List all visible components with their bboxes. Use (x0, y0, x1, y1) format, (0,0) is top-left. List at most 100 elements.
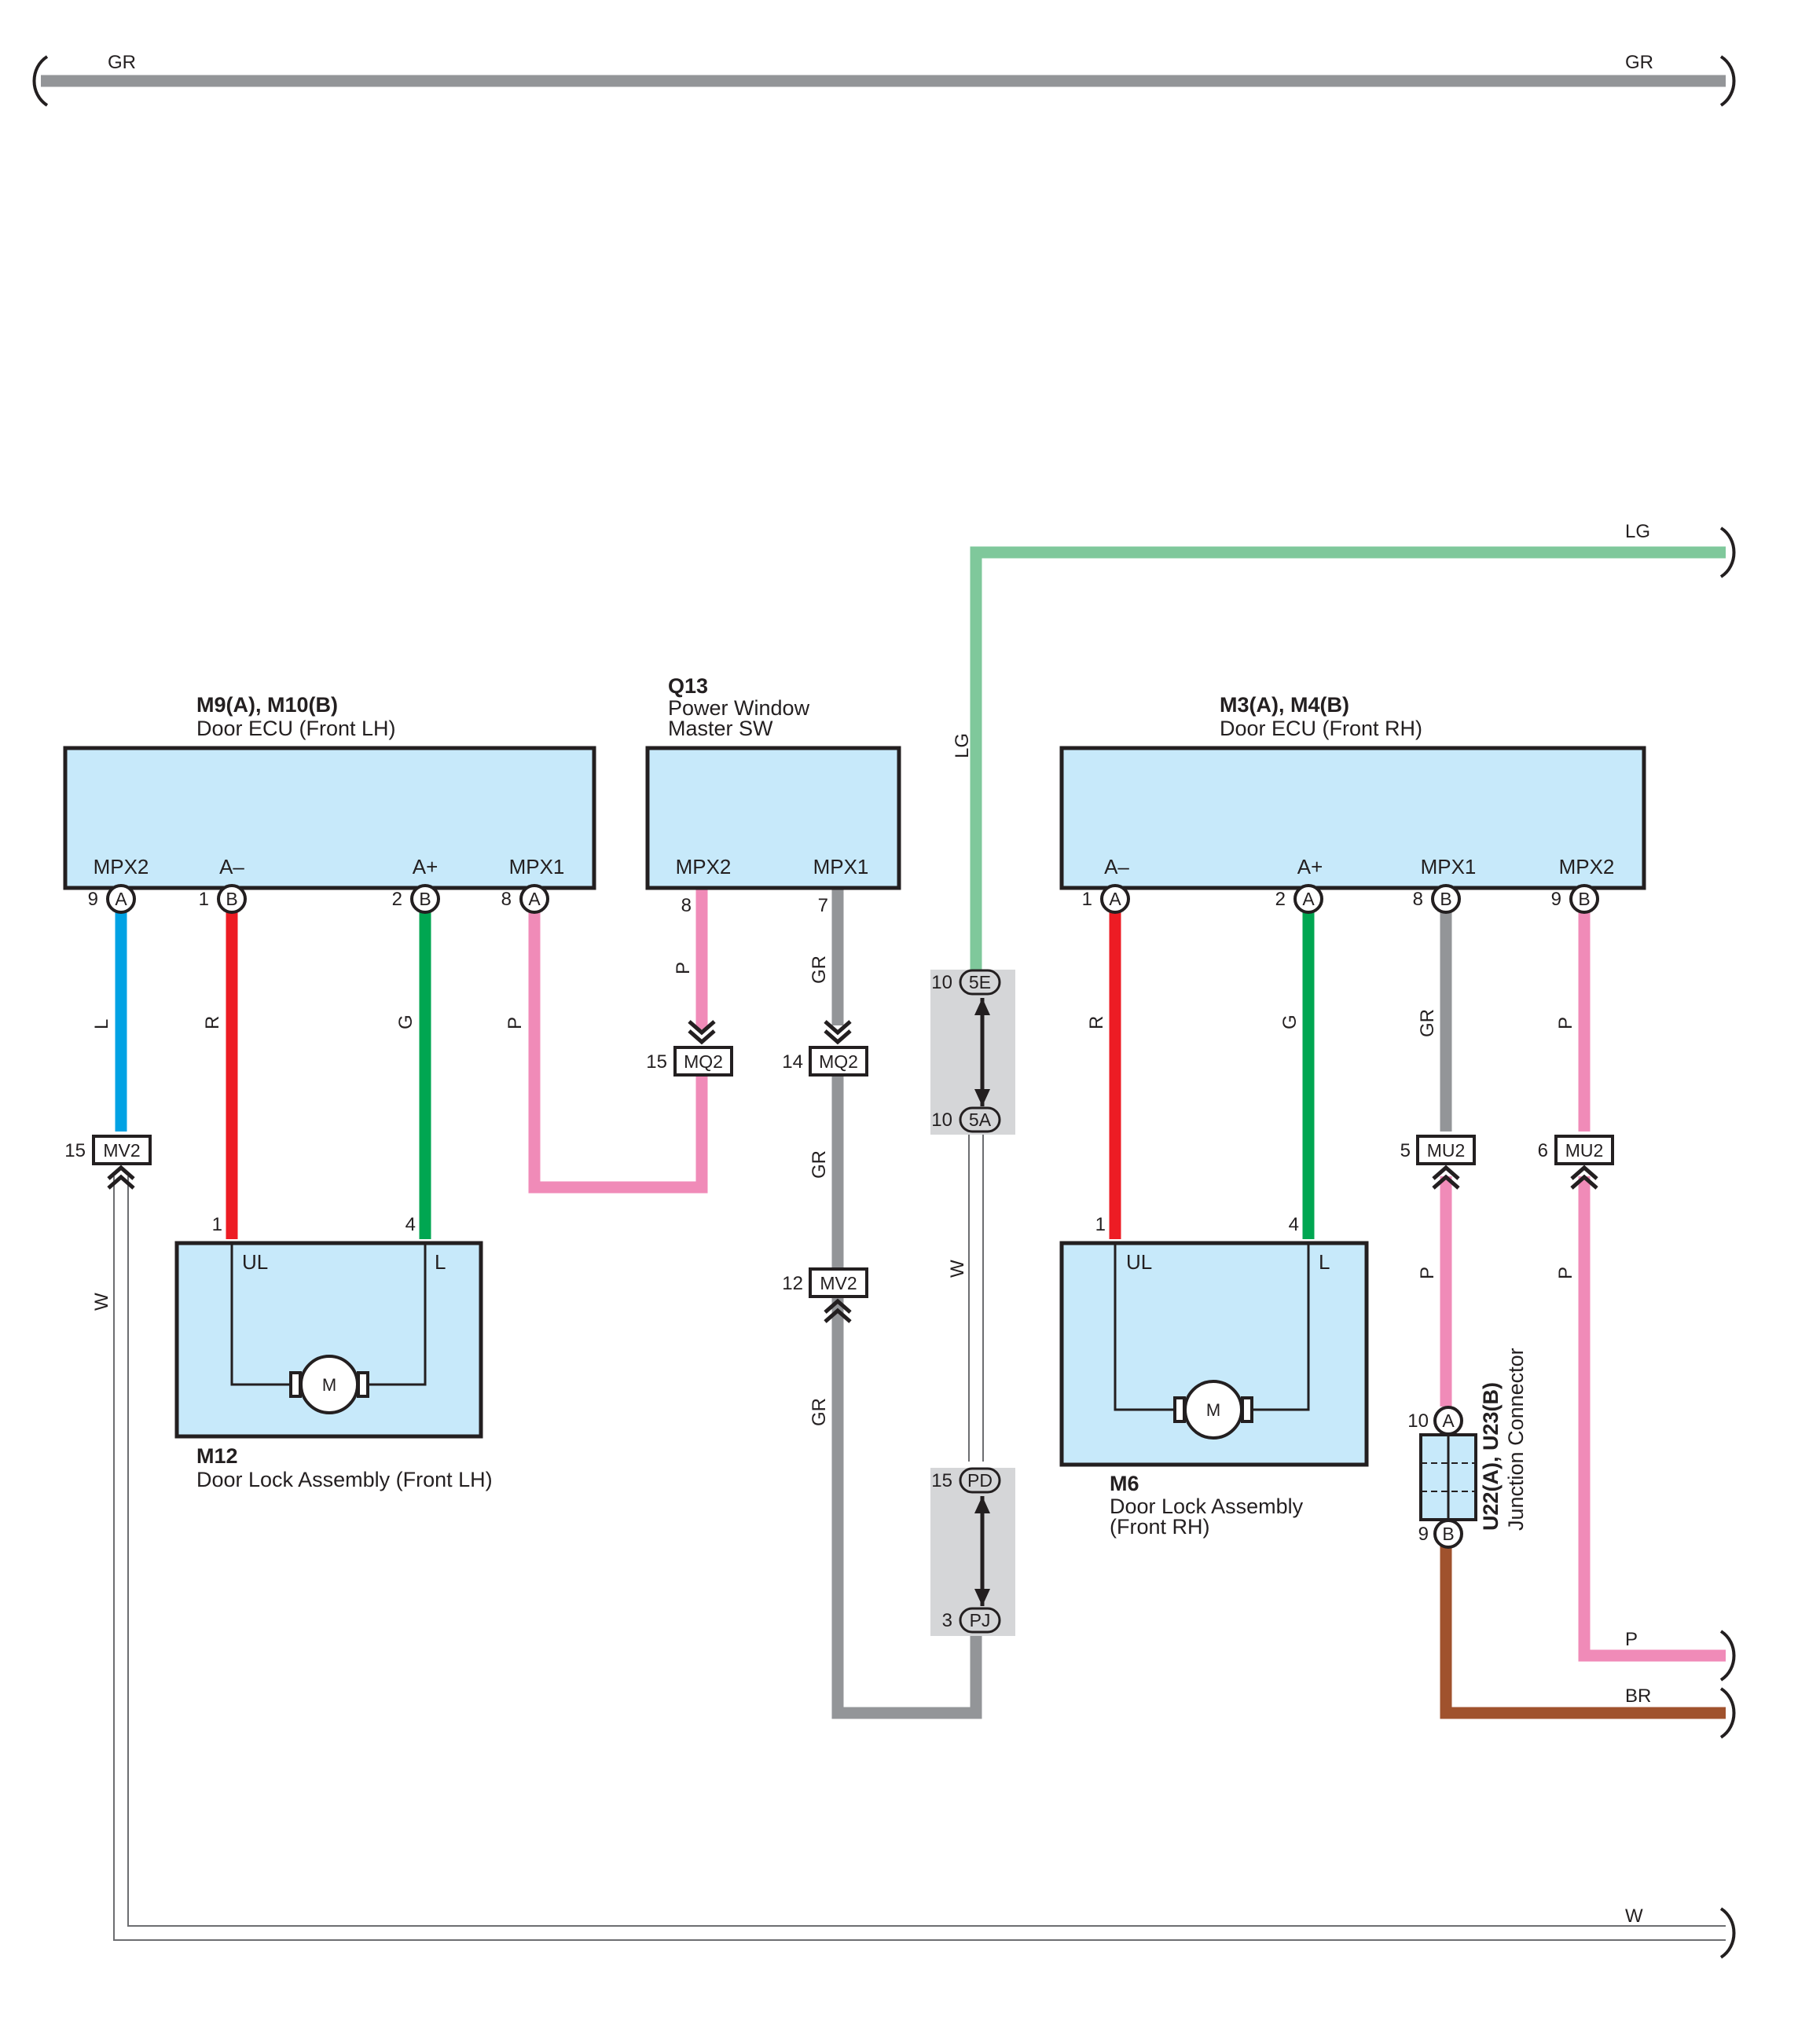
pin-rh-mpx2: B 9 (1551, 884, 1599, 914)
connector-num: 14 (782, 1051, 803, 1073)
wire-breaks (32, 55, 1736, 1959)
arrow-down-icon (974, 1089, 990, 1106)
break-top-left (32, 55, 49, 107)
q13-box (645, 746, 901, 890)
q13-name-line2: Master SW (668, 717, 773, 740)
break-top-right (1719, 55, 1736, 107)
arrow-down-icon (974, 1589, 990, 1606)
pin-circ: B (1578, 889, 1590, 909)
pin-rh-ap: A 2 (1275, 884, 1323, 914)
label-w-bottom: W (1625, 1905, 1643, 1927)
connector-num: 6 (1538, 1140, 1548, 1161)
label-w-left: W (91, 1293, 112, 1311)
connector-label: MQ2 (684, 1051, 723, 1072)
rh-lock-term-ul: UL (1126, 1250, 1152, 1274)
label-lg-vertical: LG (952, 733, 973, 758)
splice-pj-num: 3 (942, 1610, 952, 1631)
wire-w-left (115, 1176, 1726, 1939)
label-rh-am: R (1086, 1016, 1107, 1029)
label-gr-mid: GR (809, 1150, 830, 1179)
connector-label: MU2 (1427, 1140, 1466, 1161)
pin-circ: B (1442, 1524, 1454, 1544)
q13-name-line1: Power Window (668, 696, 810, 720)
rh-lock-name-line1: Door Lock Assembly (1110, 1495, 1304, 1518)
pin-rh-lock-ul: 1 (1095, 1214, 1106, 1235)
q13-term-mpx2: MPX2 (676, 855, 732, 878)
pin-lh-mpx2: A 9 (88, 884, 136, 914)
label-rh-ap: G (1279, 1014, 1301, 1029)
connector-mv2-left: MV2 15 (64, 1135, 152, 1190)
lh-ecu-code: M9(A), M10(B) (196, 693, 338, 717)
pin-num: 9 (1418, 1524, 1429, 1545)
lh-door-lock: M UL L M12 Door Lock Assembly (Front LH) (174, 1241, 493, 1491)
break-lg-right (1719, 526, 1736, 578)
splice-pd-label: PD (967, 1470, 993, 1491)
pin-circ: A (528, 889, 541, 909)
pin-circ: A (1442, 1410, 1455, 1431)
arrow-up-icon (974, 1496, 990, 1513)
chevron-down-icon (688, 1020, 716, 1045)
label-gr-top-left: GR (108, 52, 136, 73)
inline-connectors: MV2 15 MQ2 15 MQ2 14 MV2 12 MU2 (64, 1020, 1614, 1323)
rh-door-lock: M UL L M6 Door Lock Assembly (Front RH) (1059, 1241, 1369, 1539)
pin-lh-lock-ul: 1 (212, 1214, 222, 1235)
rh-ecu-term-am: A– (1104, 855, 1129, 878)
splice-5e-label: 5E (969, 972, 991, 992)
chevron-up-icon (824, 1298, 852, 1323)
pin-junction-b: B 9 (1418, 1519, 1463, 1549)
lh-ecu-name: Door ECU (Front LH) (196, 717, 396, 740)
pin-num: 1 (199, 889, 209, 910)
splice-pd (959, 1467, 1001, 1494)
connector-mu2-right: MU2 6 (1538, 1135, 1614, 1190)
pin-circ: B (226, 889, 237, 909)
motor-icon (299, 1355, 359, 1414)
junction-connector: U22(A), U23(B) Junction Connector (1419, 1348, 1528, 1531)
label-rh-mpx2-lower: P (1555, 1267, 1576, 1279)
splice-pj-label: PJ (970, 1610, 991, 1630)
lh-ecu-term-ap: A+ (413, 855, 438, 878)
connector-label: MV2 (103, 1140, 140, 1161)
pin-num: 1 (1082, 889, 1092, 910)
pin-num: 8 (1413, 889, 1423, 910)
label-lh-am: R (202, 1016, 223, 1029)
rh-ecu-code: M3(A), M4(B) (1220, 693, 1349, 717)
wire-p-lh-mpx1 (528, 911, 708, 1194)
wire-lg (970, 546, 1726, 976)
label-q13-mpx2: P (673, 962, 694, 974)
rh-lock-code: M6 (1110, 1472, 1139, 1495)
pin-num: 9 (88, 889, 98, 910)
q13-term-mpx1: MPX1 (813, 855, 869, 878)
splice-5a (959, 1106, 1001, 1133)
q13-code: Q13 (668, 674, 708, 698)
break-w-right (1719, 1907, 1736, 1959)
pin-circ: A (1109, 889, 1121, 909)
rh-ecu-term-mpx2: MPX2 (1559, 855, 1615, 878)
label-p-right: P (1625, 1629, 1638, 1650)
pin-junction-a: A 10 (1407, 1406, 1463, 1436)
splice-5a-num: 10 (931, 1110, 952, 1131)
lh-ecu-term-mpx1: MPX1 (509, 855, 565, 878)
q13-master-switch: Q13 Power Window Master SW MPX2 MPX1 (645, 674, 901, 890)
label-rh-mpx1-lower: P (1417, 1267, 1438, 1279)
pin-circ: B (419, 889, 431, 909)
wire-gr-mid (831, 1077, 982, 1719)
lh-lock-term-ul: UL (242, 1250, 268, 1274)
lh-ecu-term-am: A– (219, 855, 244, 878)
label-lh-mpx2: L (91, 1019, 112, 1029)
rh-door-ecu: M3(A), M4(B) Door ECU (Front RH) A– A+ M… (1059, 693, 1646, 890)
label-w-center: W (947, 1260, 968, 1278)
connector-num: 12 (782, 1273, 803, 1294)
rh-lock-name-line2: (Front RH) (1110, 1515, 1210, 1539)
rh-lock-term-l: L (1319, 1250, 1330, 1274)
splice-pj (959, 1607, 1001, 1634)
rh-ecu-term-ap: A+ (1297, 855, 1323, 878)
pin-rh-mpx1: B 8 (1413, 884, 1461, 914)
wire-labels: GR GR LG P BR W LG L R G P P GR GR GR W … (91, 52, 1653, 1927)
motor-brush-left (1173, 1396, 1186, 1423)
label-br-right: BR (1625, 1685, 1651, 1707)
pin-lh-ap: B 2 (392, 884, 440, 914)
connector-num: 5 (1400, 1140, 1411, 1161)
splice-5e (959, 969, 1001, 996)
pin-num: 8 (501, 889, 512, 910)
